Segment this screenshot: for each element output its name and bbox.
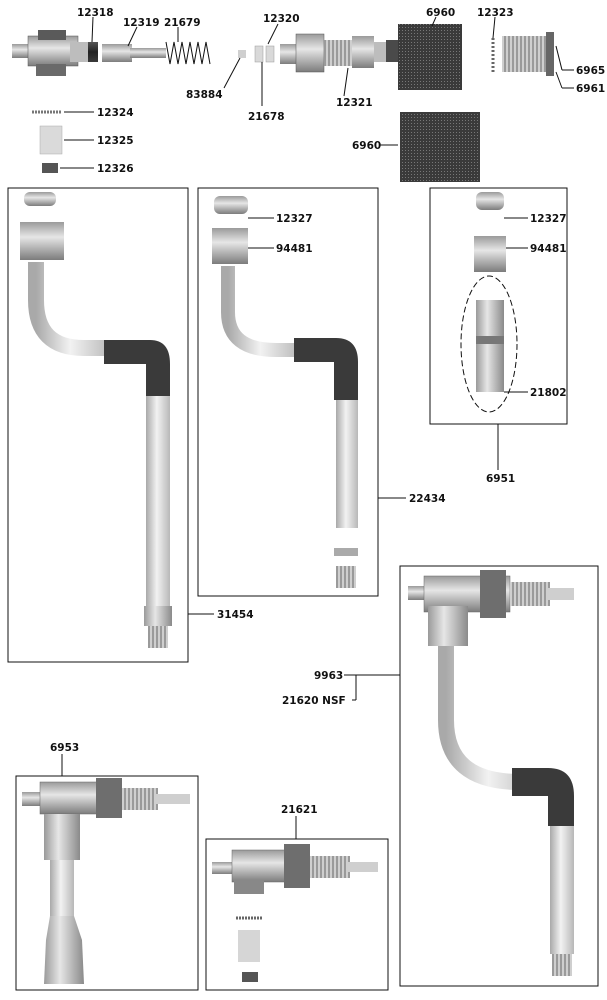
label-12327-a: 12327 [276, 213, 313, 225]
label-12318: 12318 [77, 7, 114, 19]
box-9963 [399, 565, 599, 987]
label-31454: 31454 [217, 609, 254, 621]
label-6960-mid: 6960 [352, 140, 381, 152]
label-12321: 12321 [336, 97, 373, 109]
valve-body-12321 [280, 33, 398, 73]
o-ring-12318 [88, 42, 98, 62]
cap-12326 [42, 163, 58, 173]
label-94481-b: 94481 [530, 243, 567, 255]
top-exploded-parts [12, 24, 554, 182]
spout-31454 [20, 192, 172, 648]
label-12325: 12325 [97, 135, 134, 147]
label-21621: 21621 [281, 804, 318, 816]
label-12323: 12323 [477, 7, 514, 19]
label-21620-nsf: 21620 NSF [282, 695, 346, 707]
label-6951: 6951 [486, 473, 515, 485]
spout-9963 [408, 570, 574, 976]
box-21621 [205, 838, 389, 991]
cap-6965 [502, 32, 554, 76]
insert-12325 [39, 125, 63, 155]
label-22434: 22434 [409, 493, 446, 505]
box-22434 [197, 187, 379, 597]
washer-83884 [238, 50, 246, 58]
label-21679: 21679 [164, 17, 201, 29]
assembly-6953 [22, 778, 190, 984]
label-12327-b: 12327 [530, 213, 567, 225]
label-12324: 12324 [97, 107, 134, 119]
label-6953: 6953 [50, 742, 79, 754]
screen-6960-mid [400, 112, 480, 182]
label-12326: 12326 [97, 163, 134, 175]
label-83884: 83884 [186, 89, 223, 101]
label-21802: 21802 [530, 387, 567, 399]
spring-21679 [165, 41, 211, 65]
box-6953 [15, 775, 199, 991]
label-12320: 12320 [263, 13, 300, 25]
screen-6960-top [398, 24, 462, 90]
part-labels: 12318 12319 21679 12320 6960 12323 6965 … [50, 7, 605, 816]
nozzle-6951 [460, 192, 518, 413]
spout-22434 [212, 196, 358, 588]
leader-lines [60, 16, 574, 839]
label-6965: 6965 [576, 65, 605, 77]
label-6960-top: 6960 [426, 7, 455, 19]
stem-12319 [102, 44, 166, 62]
label-6961: 6961 [576, 83, 605, 95]
label-94481-a: 94481 [276, 243, 313, 255]
label-9963: 9963 [314, 670, 343, 682]
seat-21678 [254, 45, 275, 63]
label-12319: 12319 [123, 17, 160, 29]
tee-body [12, 30, 88, 76]
box-31454 [7, 187, 189, 663]
assembly-21621 [212, 844, 378, 982]
label-21678: 21678 [248, 111, 285, 123]
